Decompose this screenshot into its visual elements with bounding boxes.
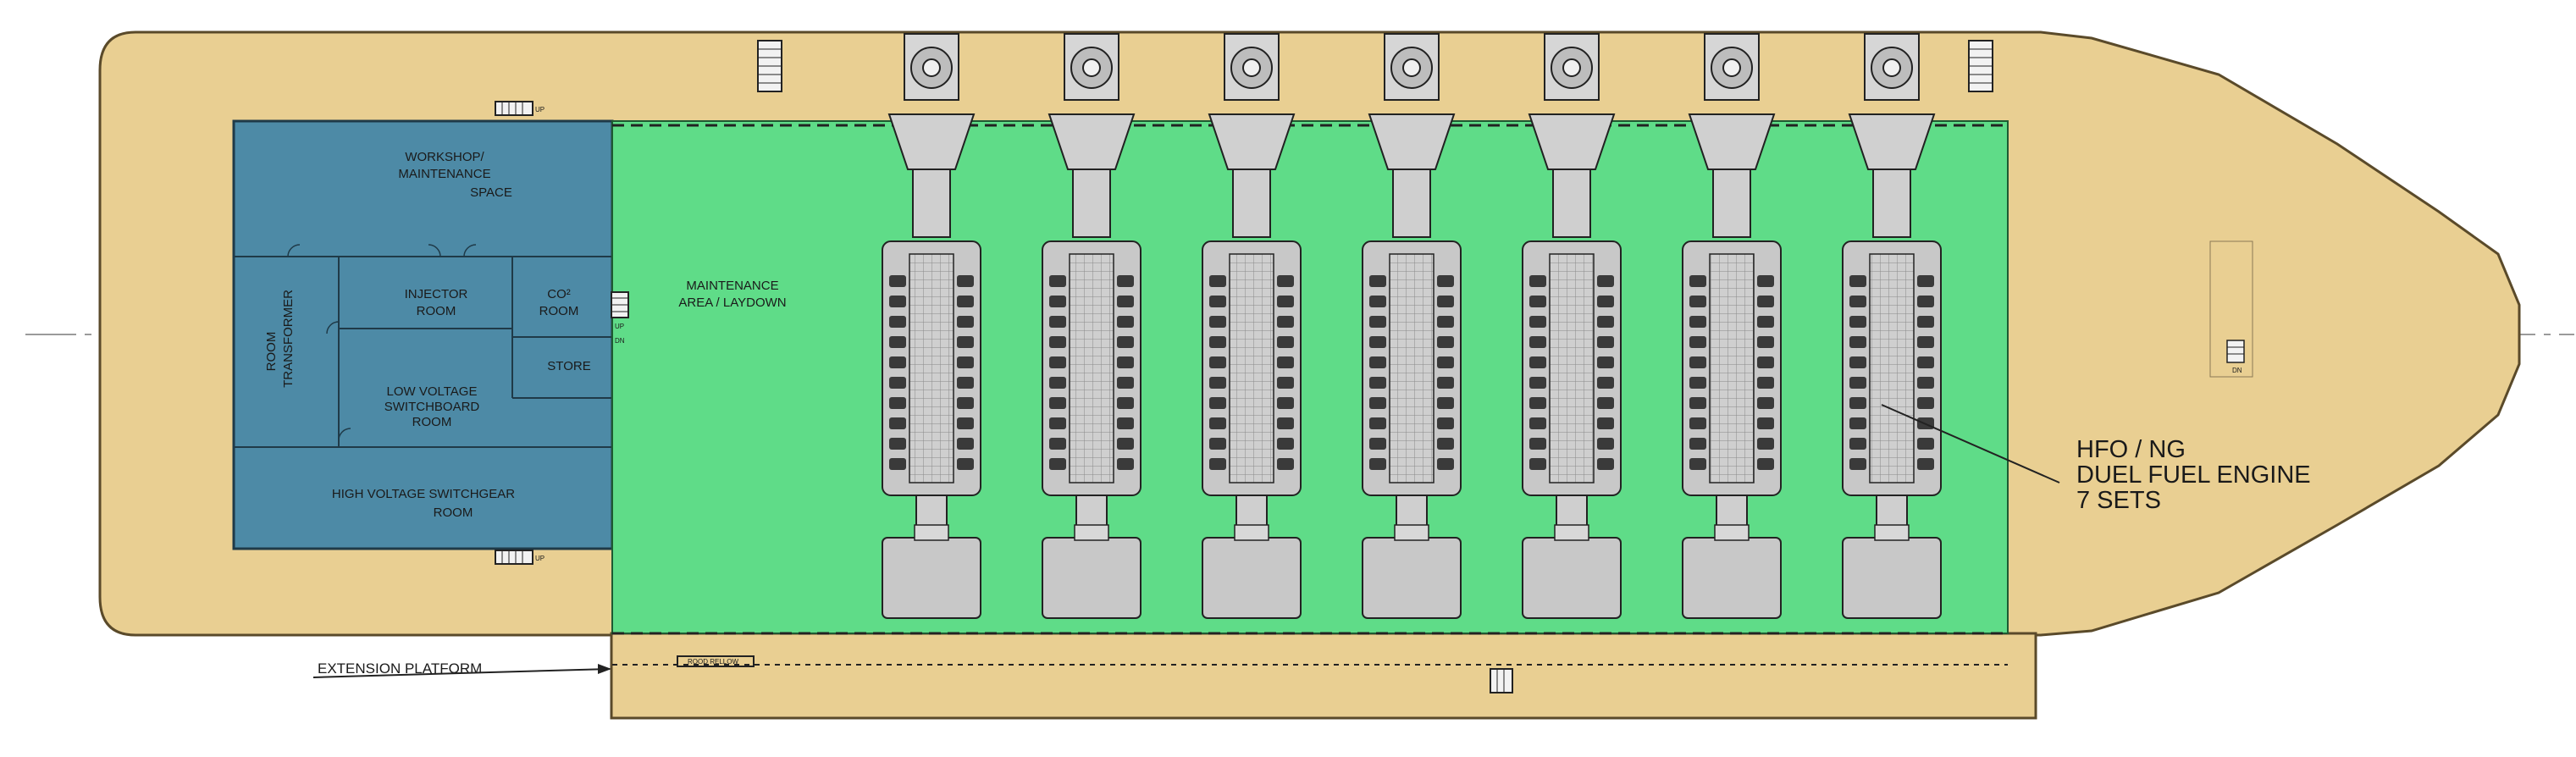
engine-unit [1042,33,1142,619]
engine-callout-line-1: HFO / NG [2076,436,2186,463]
engines-group [882,33,1942,619]
maintenance-label-1: MAINTENANCE [686,279,778,293]
engine-callout-line-2: DUEL FUEL ENGINE [2076,461,2311,489]
high-voltage-label-1: HIGH VOLTAGE SWITCHGEAR [332,487,515,501]
extension-platform-arrow [598,664,611,674]
stair-room-up [495,101,533,116]
engine-unit [1682,33,1782,619]
engine-unit [1202,33,1302,619]
engine-unit [1522,33,1622,619]
roof-label: ROOD RELLOW [688,658,738,666]
low-voltage-label-1: LOW VOLTAGE [387,384,478,399]
low-voltage-label-2: SWITCHBOARD [384,400,480,414]
engine-callout-line-3: 7 SETS [2076,487,2161,514]
stair-side [611,291,629,318]
engine-unit [1842,33,1942,619]
store-label: STORE [547,359,590,373]
stair-side-dn-label: DN [615,337,625,345]
stair-top-left [757,40,782,92]
engine-unit [882,33,981,619]
workshop-label-1: WORKSHOP/ [405,150,484,164]
injector-label-2: ROOM [417,304,456,318]
workshop-label-3: SPACE [470,185,512,200]
co2-label-1: CO² [547,287,571,301]
extension-platform-leader [312,668,611,678]
injector-label-1: INJECTOR [405,287,468,301]
transformer-label-2: TRANSFORMER [281,290,296,388]
stair-side-up-label: UP [615,323,624,330]
engine-room-area [611,120,2009,634]
stair-bow-dn-label: DN [2232,367,2242,374]
roof-vent [677,655,755,667]
high-voltage-label-2: ROOM [434,506,473,520]
extension-platform-label: EXTENSION PLATFORM [318,660,482,677]
engine-unit [1362,33,1462,619]
workshop-label-2: MAINTENANCE [398,167,490,181]
stair-room-down [495,550,533,565]
stair-up-label-bottom: UP [535,555,544,562]
stair-bottom-center [1490,668,1513,693]
co2-label-2: ROOM [539,304,579,318]
engine-callout-leader [1881,404,2060,483]
extension-platform [610,632,2037,720]
stair-up-label-top: UP [535,106,544,113]
transformer-label-1: ROOM [264,332,279,372]
maintenance-label-2: AREA / LAYDOWN [678,296,786,310]
low-voltage-label-3: ROOM [412,415,452,429]
stair-top-right [1968,40,1993,92]
rooms-block [232,119,614,550]
stair-bow [2226,340,2245,363]
bow-hatch [2209,240,2253,378]
